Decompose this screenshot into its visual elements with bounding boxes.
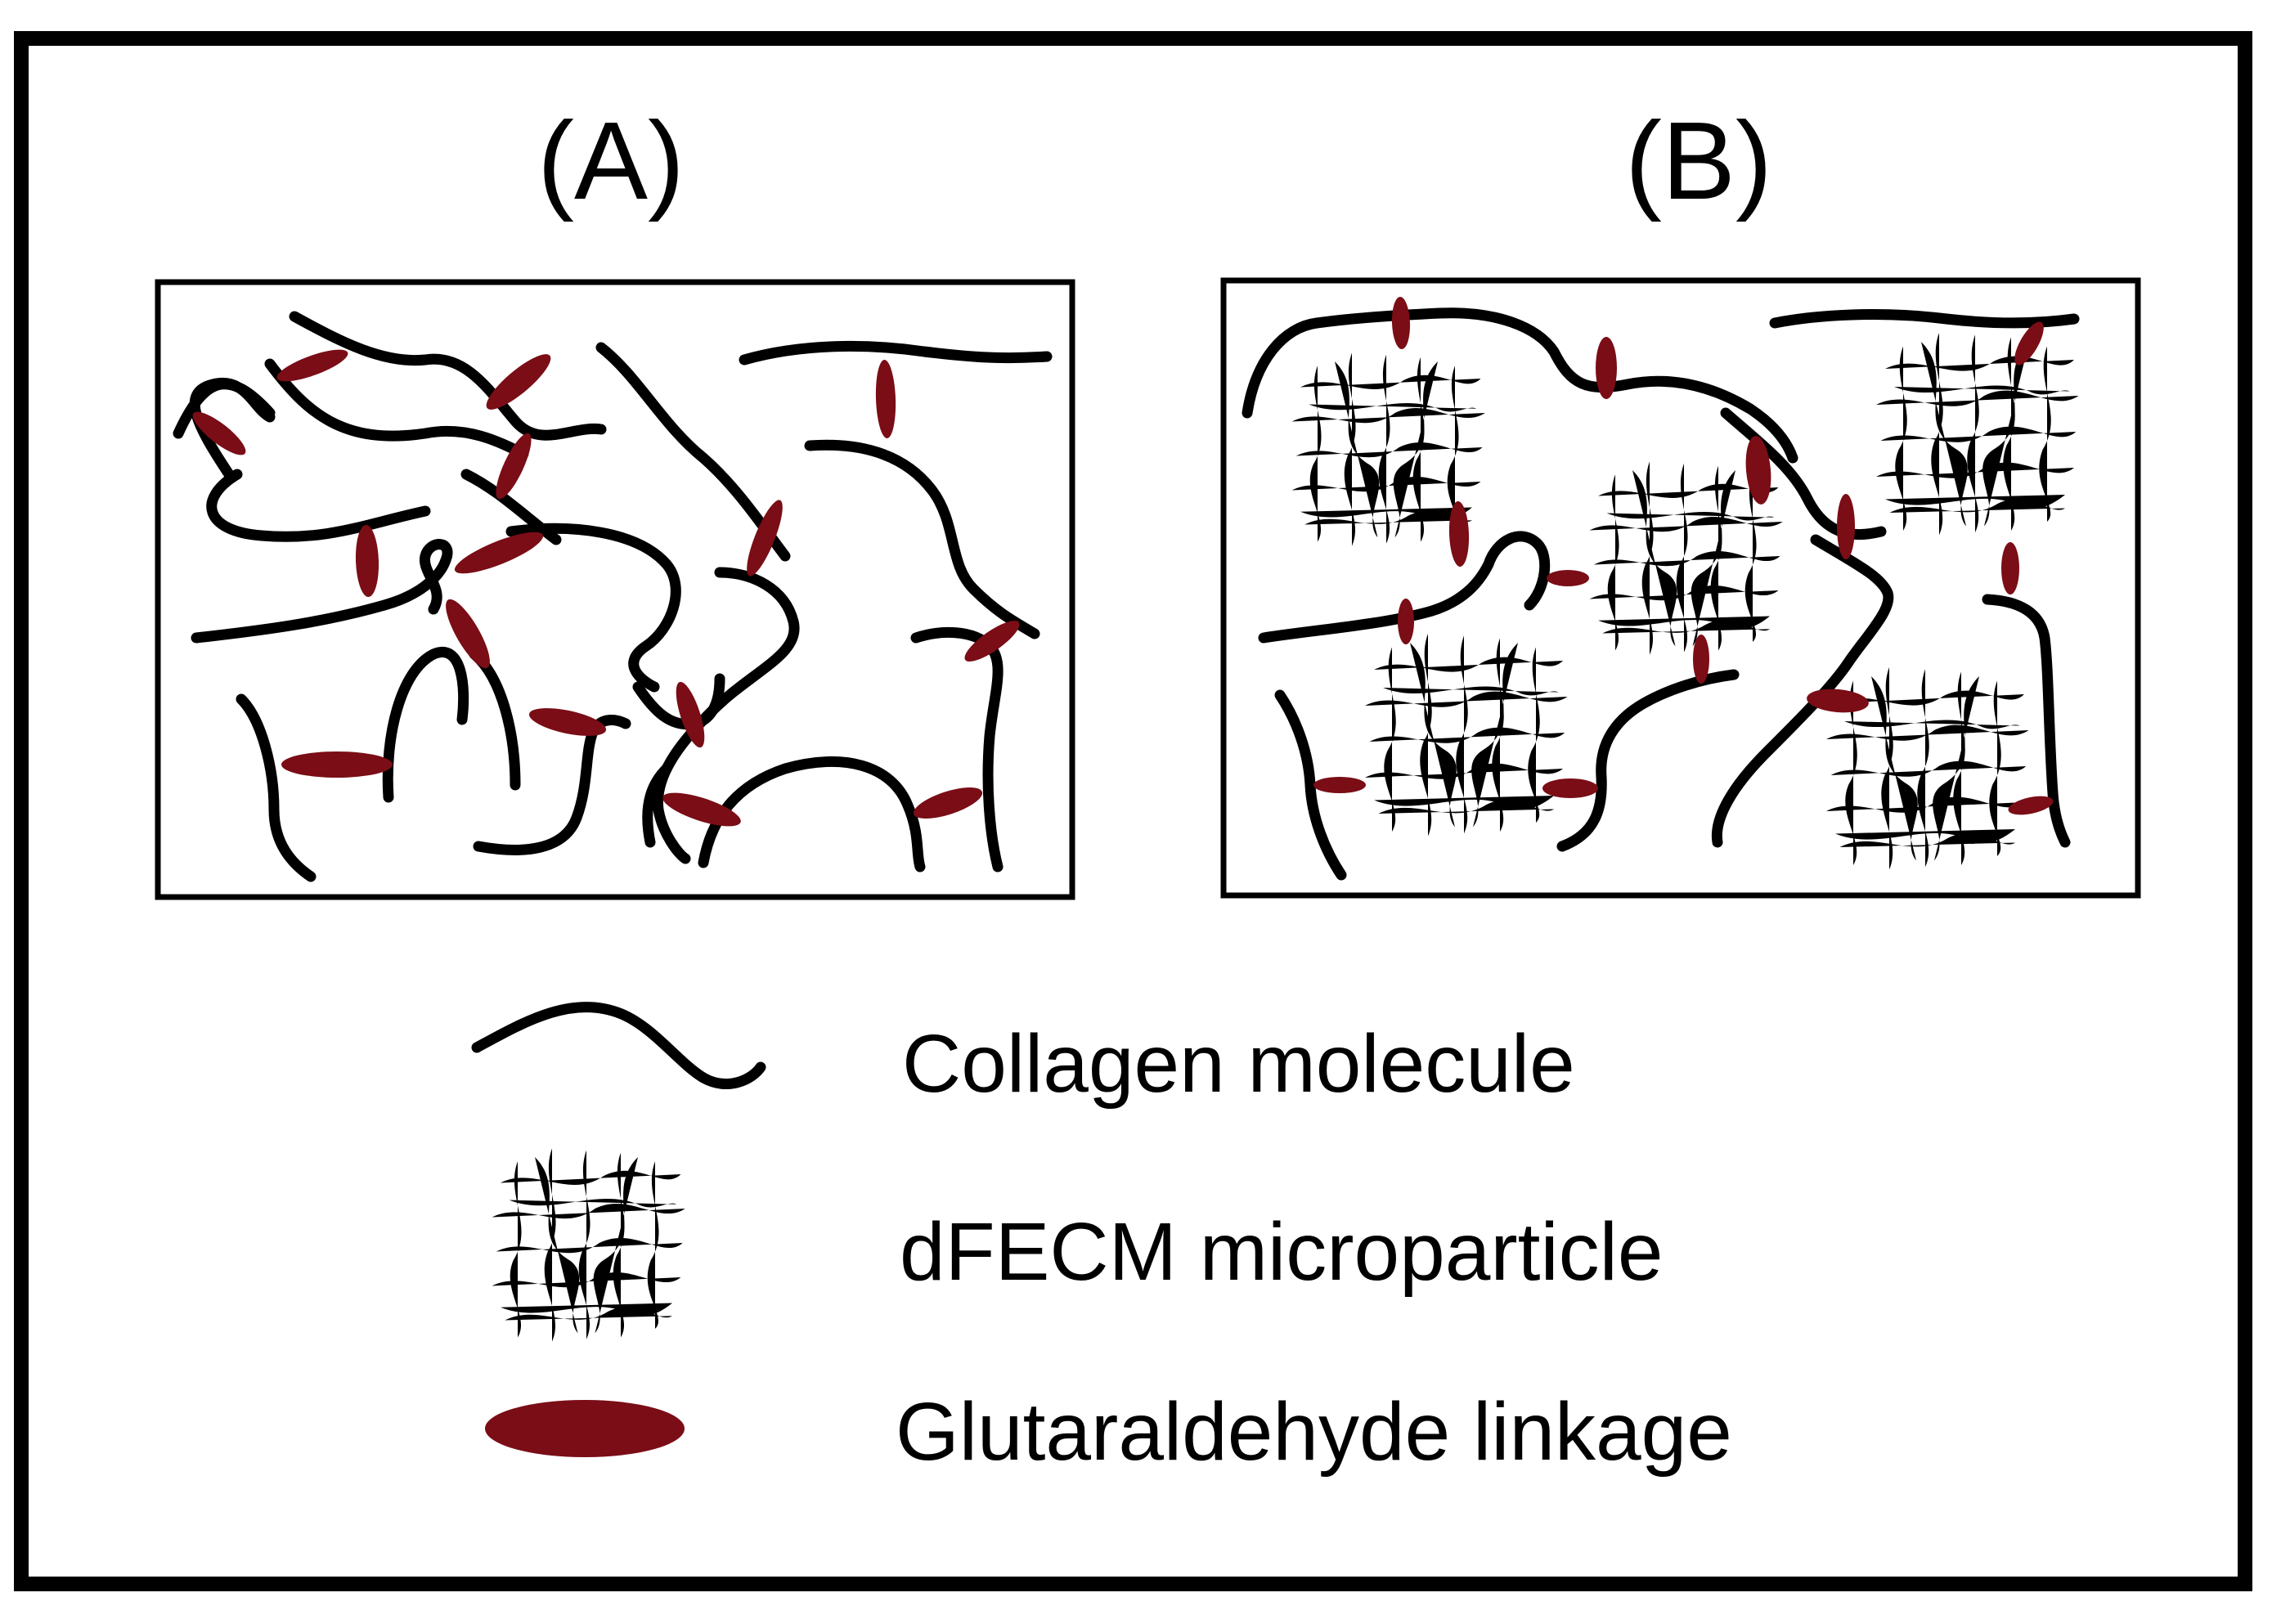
glutaraldehyde-linkage <box>276 349 348 382</box>
panel-b-label: (B) <box>1625 99 1772 222</box>
glutaraldehyde-linkage <box>2008 796 2054 815</box>
glutaraldehyde-linkage <box>281 751 393 778</box>
collagen-molecule <box>1982 594 2071 848</box>
collagen-molecule <box>191 539 453 644</box>
collagen-molecule <box>173 379 276 439</box>
glutaraldehyde-linkage-swatch <box>485 1400 685 1457</box>
collagen-molecule <box>1556 669 1740 852</box>
glutaraldehyde-linkage <box>913 787 983 819</box>
collagen-molecule <box>1242 307 1798 464</box>
glutaraldehyde-linkage <box>1745 436 1771 505</box>
glutaraldehyde-linkage <box>528 708 607 736</box>
collagen-molecule-swatch <box>471 1002 766 1090</box>
legend-label-microparticle: dFECM microparticle <box>900 1206 1664 1298</box>
collagen-molecule <box>804 439 1040 639</box>
glutaraldehyde-linkage <box>1542 778 1598 798</box>
collagen-molecule <box>264 358 529 460</box>
legend-label-collagen: Collagen molecule <box>902 1018 1575 1110</box>
glutaraldehyde-linkage <box>1837 494 1855 559</box>
legend: Collagen molecule dFECM microparticle Gl… <box>471 1002 1732 1478</box>
collagen-molecule <box>1274 689 1347 881</box>
glutaraldehyde-linkage <box>1807 689 1869 713</box>
glutaraldehyde-linkage <box>355 525 379 597</box>
glutaraldehyde-linkage <box>486 354 551 410</box>
collagen-molecule <box>642 763 672 848</box>
collagen-molecule <box>739 340 1053 366</box>
dfecm-microparticle-swatch <box>492 1148 685 1342</box>
glutaraldehyde-linkage <box>2014 321 2044 366</box>
legend-item-collagen: Collagen molecule <box>471 1002 1575 1110</box>
collagen-molecule <box>382 647 469 803</box>
collagen-molecule <box>206 469 431 542</box>
legend-item-microparticle: dFECM microparticle <box>492 1148 1664 1342</box>
glutaraldehyde-linkage <box>1547 570 1589 586</box>
glutaraldehyde-linkage <box>446 599 490 669</box>
collagen-molecule <box>289 311 607 441</box>
panel-b-linkages <box>1313 297 2054 815</box>
glutaraldehyde-linkage <box>192 411 246 455</box>
panel-b-collagen-network <box>1242 307 2080 881</box>
collagen-molecule <box>473 715 631 855</box>
glutaraldehyde-linkage <box>875 360 896 438</box>
collagen-molecule <box>236 693 317 882</box>
glutaraldehyde-linkage <box>676 681 705 748</box>
legend-label-linkage: Glutaraldehyde linkage <box>896 1386 1732 1478</box>
glutaraldehyde-linkage <box>1313 777 1366 793</box>
glutaraldehyde-linkage <box>1596 337 1617 399</box>
panel-a <box>155 279 1075 900</box>
panel-a-frame <box>155 279 1075 900</box>
glutaraldehyde-linkage <box>747 500 783 576</box>
panel-a-collagen-network <box>173 311 1053 882</box>
legend-item-linkage: Glutaraldehyde linkage <box>485 1386 1732 1478</box>
outer-frame <box>14 31 2252 1591</box>
glutaraldehyde-linkage <box>2001 542 2019 594</box>
glutaraldehyde-linkage <box>1693 635 1709 684</box>
glutaraldehyde-linkage <box>1398 599 1414 644</box>
collagen-molecule <box>505 523 681 693</box>
panel-b <box>1220 277 2141 899</box>
glutaraldehyde-linkage <box>1448 501 1470 567</box>
panel-a-label: (A) <box>537 99 685 222</box>
glutaraldehyde-linkage <box>964 621 1020 662</box>
collagen-molecule <box>1258 531 1551 644</box>
glutaraldehyde-linkage <box>454 532 544 574</box>
glutaraldehyde-linkage <box>1391 297 1411 349</box>
collagen-molecule <box>1711 534 1894 848</box>
glutaraldehyde-linkage <box>662 792 741 827</box>
panel-a-linkages <box>192 349 1020 827</box>
collagen-molecule <box>910 626 1004 873</box>
glutaraldehyde-linkage <box>496 433 532 500</box>
